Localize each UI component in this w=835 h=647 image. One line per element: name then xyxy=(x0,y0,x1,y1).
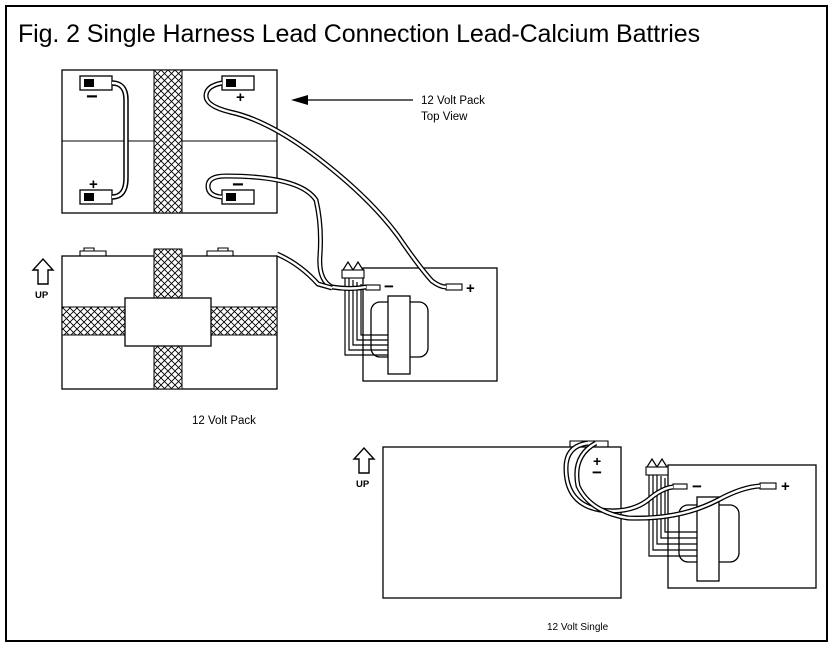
harness-leads-1 xyxy=(203,80,447,291)
device-1: − + xyxy=(341,260,498,382)
up-label-1: UP xyxy=(35,290,49,301)
harness-leads-2 xyxy=(563,440,761,521)
single-battery: UP + − 12 Volt Single xyxy=(352,440,622,633)
strap-vertical-top xyxy=(153,69,183,214)
device-2-minus: − xyxy=(692,477,702,496)
single-plus: + xyxy=(593,453,601,469)
plus-top-right: + xyxy=(236,89,245,106)
callout-line2: Top View xyxy=(421,111,468,123)
callout-line1: 12 Volt Pack xyxy=(421,95,485,107)
device-2-plus: + xyxy=(781,478,790,495)
device-2: − + xyxy=(645,457,817,589)
top-view-callout: 12 Volt Pack Top View xyxy=(291,95,485,123)
single-label: 12 Volt Single xyxy=(547,622,609,633)
device-1-minus: − xyxy=(384,277,394,296)
figure-title: Fig. 2 Single Harness Lead Connection Le… xyxy=(18,20,700,48)
pack-top-view: − + + − xyxy=(61,69,278,214)
handle-plate xyxy=(124,297,212,347)
up-arrow-icon: UP xyxy=(31,257,55,301)
plus-bottom-left: + xyxy=(89,176,98,193)
pack-label: 12 Volt Pack xyxy=(192,415,256,427)
up-label-2: UP xyxy=(356,479,370,490)
single-minus: − xyxy=(592,463,602,482)
minus-top-left: − xyxy=(86,86,98,108)
pack-side-view: UP 12 Volt Pack xyxy=(31,247,278,427)
device-1-plus: + xyxy=(466,280,475,297)
up-arrow-icon: UP xyxy=(352,446,376,490)
minus-bottom-right: − xyxy=(232,174,244,196)
